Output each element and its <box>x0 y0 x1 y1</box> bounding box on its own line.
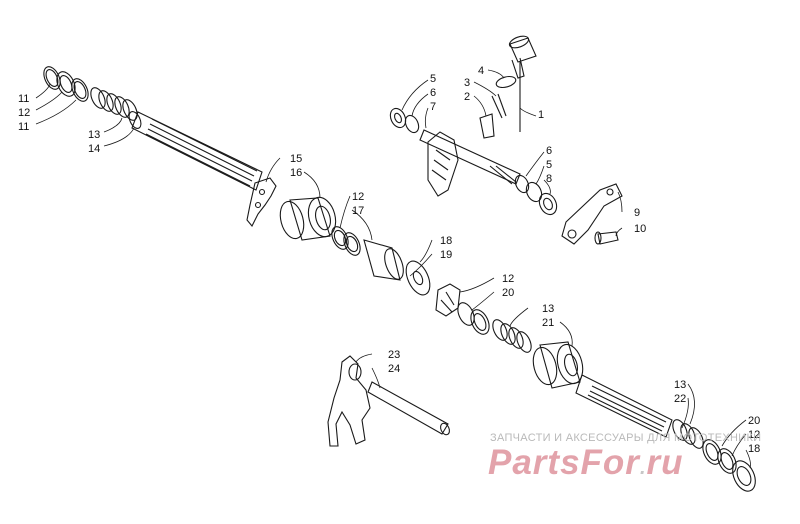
ring-20-lower <box>702 439 722 465</box>
callout-13-middle: 13 <box>542 303 555 315</box>
spring-13-middle <box>492 319 532 353</box>
leader-lines <box>35 69 751 469</box>
shift-arm-9 <box>561 183 623 245</box>
washer-18-19 <box>405 260 431 296</box>
callout-5-upper: 5 <box>430 73 437 85</box>
callout-22: 22 <box>674 393 687 405</box>
washer-18-bottom <box>732 460 756 492</box>
callout-4: 4 <box>478 65 485 77</box>
shift-shaft-7 <box>419 129 521 197</box>
callout-13-lower: 13 <box>674 379 687 391</box>
bolt-1 <box>508 35 537 79</box>
watermark-logo: PartsFor.ru <box>488 443 684 483</box>
washer-5-upper <box>389 107 407 129</box>
callout-9: 9 <box>634 207 641 219</box>
callout-5-lower: 5 <box>546 159 553 171</box>
callout-16: 16 <box>290 167 303 179</box>
shift-fork-23 <box>327 355 371 447</box>
callout-15: 15 <box>290 153 303 165</box>
callout-13-upper: 13 <box>88 129 101 141</box>
callout-6-lower: 6 <box>546 145 553 157</box>
ring-17 <box>343 232 361 256</box>
callout-3: 3 <box>464 77 471 89</box>
callout-12-middle: 12 <box>352 191 365 203</box>
callout-12-bottom: 12 <box>748 429 761 441</box>
bushing-8 <box>538 192 558 216</box>
callout-7: 7 <box>430 101 437 113</box>
callout-20-middle: 20 <box>502 287 515 299</box>
snap-ring-11-lower <box>71 78 89 102</box>
callout-14: 14 <box>88 143 101 155</box>
callout-18-bottom: 18 <box>748 443 761 455</box>
callout-18-middle: 18 <box>440 235 453 247</box>
washer-3 <box>495 75 517 89</box>
callout-11-lower: 11 <box>18 121 30 133</box>
watermark-subtitle: ЗАПЧАСТИ И АКСЕССУАРЫ ДЛЯ МОТОТЕХНИКИ <box>490 432 762 444</box>
pin-2 <box>479 113 495 139</box>
washer-12-bottom <box>717 448 737 474</box>
splined-shaft-14 <box>128 111 263 191</box>
washer-12-lower <box>457 302 475 326</box>
callout-6-upper: 6 <box>430 87 437 99</box>
splined-shaft-22 <box>575 374 673 438</box>
spring-2 <box>491 93 507 119</box>
washer-6-upper <box>404 114 420 134</box>
callout-20-lower: 20 <box>748 415 761 427</box>
callout-8: 8 <box>546 173 553 185</box>
drum-bearing-16 <box>279 196 337 241</box>
watermark-logo-right: ru <box>646 443 684 482</box>
shift-plate-15 <box>246 177 277 227</box>
shift-cam-star <box>435 283 461 317</box>
watermark-logo-left: PartsFor <box>488 443 640 482</box>
callout-19: 19 <box>440 249 453 261</box>
callout-23: 23 <box>388 349 401 361</box>
spring-13-upper <box>90 87 138 121</box>
bolt-10 <box>594 231 619 245</box>
collar-17 <box>363 239 404 281</box>
washer-6-lower <box>514 174 530 194</box>
callout-12-upper: 12 <box>18 107 31 119</box>
washer-5-lower <box>525 181 543 203</box>
callout-11-upper: 11 <box>18 93 30 105</box>
callout-24: 24 <box>388 363 401 375</box>
callout-1: 1 <box>538 109 545 121</box>
watermark-logo-dot: . <box>639 457 647 479</box>
callout-17: 17 <box>352 205 365 217</box>
callout-10: 10 <box>634 223 647 235</box>
callout-21: 21 <box>542 317 555 329</box>
ring-20 <box>470 309 490 335</box>
callout-2: 2 <box>464 91 471 103</box>
callout-12-lower: 12 <box>502 273 515 285</box>
fork-shaft-24 <box>367 381 450 436</box>
bearing-21 <box>532 341 584 389</box>
